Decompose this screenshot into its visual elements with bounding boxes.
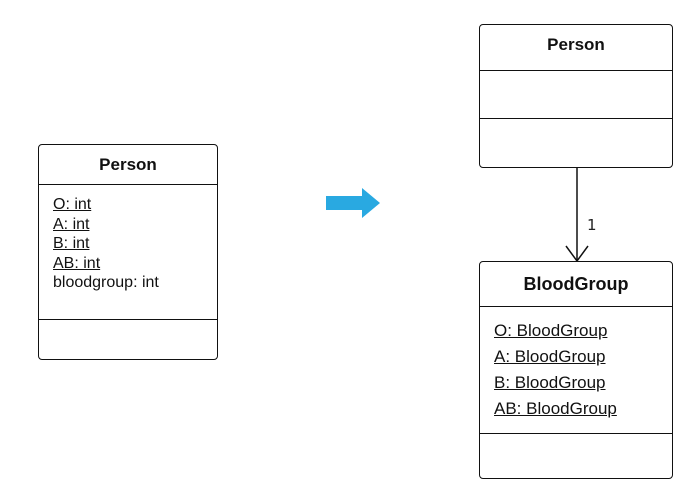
attribute: O: BloodGroup: [494, 321, 608, 340]
attribute: O: int: [53, 196, 92, 213]
attribute: AB: int: [53, 254, 101, 272]
class-name: Person: [39, 145, 217, 185]
transform-arrow-icon: [326, 188, 380, 218]
attribute: B: BloodGroup: [494, 373, 606, 392]
bloodgroup-class[interactable]: BloodGroup O: BloodGroup A: BloodGroup B…: [479, 261, 673, 479]
operations-compartment: [39, 320, 217, 359]
attributes-compartment: [480, 71, 672, 119]
attributes-compartment: O: int A: int B: int AB: int bloodgroup:…: [39, 185, 217, 320]
attribute: bloodgroup: int: [53, 274, 159, 291]
attribute: A: BloodGroup: [494, 347, 606, 366]
operations-compartment: [480, 434, 672, 478]
attribute: A: int: [53, 215, 90, 233]
operations-compartment: [480, 119, 672, 167]
attribute: B: int: [53, 235, 90, 252]
attributes-compartment: O: BloodGroup A: BloodGroup B: BloodGrou…: [480, 307, 672, 434]
person-class-after[interactable]: Person: [479, 24, 673, 168]
attribute: AB: BloodGroup: [494, 399, 617, 418]
person-class-before[interactable]: Person O: int A: int B: int AB: int bloo…: [38, 144, 218, 360]
class-name: Person: [480, 25, 672, 71]
multiplicity-label: 1: [587, 216, 597, 234]
class-name: BloodGroup: [480, 262, 672, 307]
association-line: [565, 168, 589, 263]
